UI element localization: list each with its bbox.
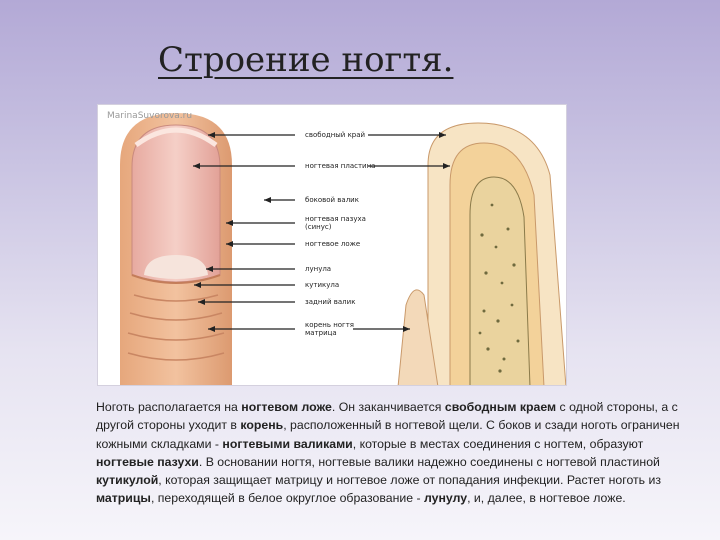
term-lunula: лунулу: [424, 491, 468, 506]
term-root: корень: [240, 418, 284, 433]
label-cuticle: кутикула: [305, 281, 340, 289]
text-run: , которые в местах соединения с ногтем, …: [352, 436, 644, 451]
text-run: , которая защищает матрицу и ногтевое ло…: [158, 473, 661, 488]
label-nail-sinus: ногтевая пазуха (синус): [305, 215, 366, 231]
text-run: . В основании ногтя, ногтевые валики над…: [198, 454, 660, 469]
label-lateral-fold: боковой валик: [305, 196, 359, 204]
label-nail-plate: ногтевая пластина: [305, 162, 376, 170]
label-proximal-fold: задний валик: [305, 298, 356, 306]
nail-illustration: [120, 113, 566, 385]
label-nail-bed: ногтевое ложе: [305, 240, 361, 248]
text-run: , и, далее, в ногтевое ложе.: [467, 491, 626, 506]
text-run: , расположенный в ногтевой щели. С боков…: [96, 418, 680, 451]
nail-structure-figure: MarinaSuvorova.ru свободный край ногтева…: [97, 104, 567, 386]
cuticle: [131, 274, 221, 284]
term-free-edge: свободным краем: [444, 400, 557, 414]
label-root-matrix: корень ногтя матрица: [305, 321, 355, 337]
term-cuticle: кутикулой: [96, 473, 159, 488]
text-run: Ноготь располагается на: [96, 400, 242, 414]
term-nail-sinuses: ногтевые пазухи: [96, 454, 199, 469]
bone-section: [469, 176, 531, 385]
text-run: . Он заканчивается: [331, 400, 445, 414]
term-matrix: матрицы: [96, 491, 151, 506]
label-arrows: [193, 134, 450, 330]
text-run: с одной стороны, а с другой стороны уход…: [96, 400, 678, 433]
lunula: [144, 255, 208, 279]
description-text: Ноготь располагается на ногтевом ложе. О…: [96, 398, 696, 508]
label-free-edge: свободный край: [305, 131, 366, 139]
term-nail-bed: ногтевом ложе: [241, 400, 332, 414]
watermark: MarinaSuvorova.ru: [107, 111, 193, 121]
label-lunula: лунула: [305, 265, 332, 273]
term-nail-folds: ногтевыми валиками: [222, 436, 353, 451]
text-run: , переходящей в белое округлое образован…: [150, 491, 424, 506]
slide-title: Строение ногтя.: [158, 40, 454, 80]
proximal-fold-section: [397, 289, 439, 385]
free-edge: [134, 127, 218, 148]
